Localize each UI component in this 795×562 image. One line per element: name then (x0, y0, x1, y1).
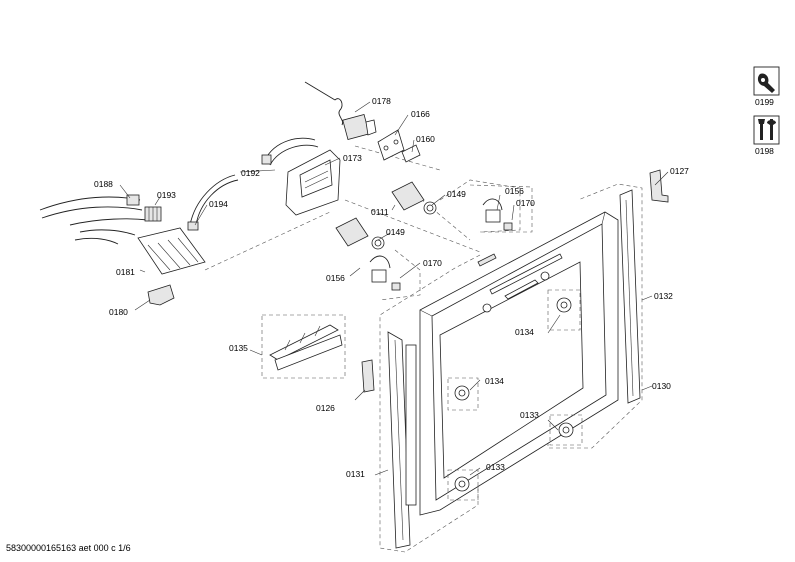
label-0132: 0132 (654, 291, 673, 301)
bracket-0126 (361, 359, 375, 393)
label-0134-lower: 0134 (485, 376, 504, 386)
connector-0135 (269, 324, 343, 371)
control-module-0173 (285, 149, 341, 216)
bushings (447, 289, 583, 501)
label-0131: 0131 (346, 469, 365, 479)
tools-icon (753, 115, 780, 145)
label-0166: 0166 (411, 109, 430, 119)
wire-0188 (39, 194, 149, 245)
label-0133-upper: 0133 (520, 410, 539, 420)
part-labels: 0178 0166 0160 0173 0192 0188 0193 0194 … (94, 96, 689, 479)
wire-0194 (187, 174, 239, 231)
label-0130: 0130 (652, 381, 671, 391)
label-0181: 0181 (116, 267, 135, 277)
sensor-0111-upper (391, 181, 437, 215)
label-0149-lower: 0149 (386, 227, 405, 237)
label-0170-lower: 0170 (423, 258, 442, 268)
label-0160: 0160 (416, 134, 435, 144)
connector-0193 (144, 206, 162, 222)
door-frame (419, 211, 619, 516)
label-0188: 0188 (94, 179, 113, 189)
switch-0156-lower (369, 255, 401, 291)
small-pin (477, 253, 497, 267)
label-0173: 0173 (343, 153, 362, 163)
side-strip-right (619, 189, 641, 404)
label-0199: 0199 (755, 97, 774, 107)
label-0156-upper: 0156 (505, 186, 524, 196)
label-0193: 0193 (157, 190, 176, 200)
bracket-0166 (377, 129, 405, 161)
label-0192: 0192 (241, 168, 260, 178)
wire-0192 (261, 137, 319, 166)
label-0133-lower: 0133 (486, 462, 505, 472)
label-0127: 0127 (670, 166, 689, 176)
lamp-0160 (401, 144, 421, 163)
label-0178: 0178 (372, 96, 391, 106)
label-0198: 0198 (755, 146, 774, 156)
terminal-block-0181 (137, 227, 206, 275)
label-0126: 0126 (316, 403, 335, 413)
label-0170-upper: 0170 (516, 198, 535, 208)
motor-0178 (304, 81, 377, 140)
label-0111: 0111 (371, 207, 389, 217)
label-0149-upper: 0149 (447, 189, 466, 199)
switch-0156-upper (482, 198, 513, 231)
label-0194: 0194 (209, 199, 228, 209)
label-0156-lower: 0156 (326, 273, 345, 283)
leader-lines (119, 101, 669, 476)
label-0135: 0135 (229, 343, 248, 353)
side-strip-left (387, 331, 417, 549)
document-footer-id: 58300000165163 aet 000 c 1/6 (6, 543, 131, 553)
label-0180: 0180 (109, 307, 128, 317)
bracket-0127 (649, 169, 669, 203)
clip-0180 (147, 284, 175, 306)
wrench-icon (753, 66, 780, 96)
label-0134-upper: 0134 (515, 327, 534, 337)
sensor-0111-lower (335, 217, 385, 250)
